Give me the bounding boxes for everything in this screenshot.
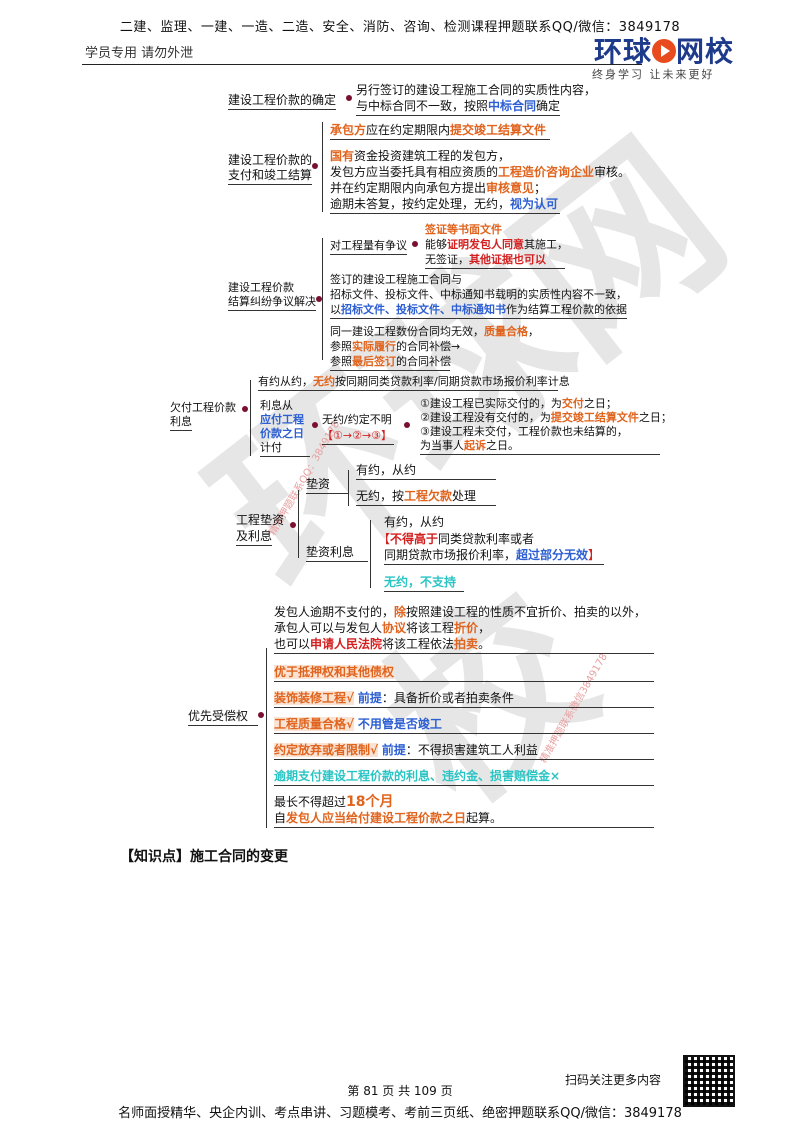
node-text: 无约，不支持 — [384, 574, 464, 592]
node-text: 以招标文件、投标文件、中标通知书作为结算工程价款的依据 — [330, 302, 627, 319]
node-text: 无签证，其他证据也可以 — [425, 252, 565, 269]
section-heading: 【知识点】施工合同的变更 — [120, 849, 288, 865]
node-root: 支付和竣工结算 — [228, 167, 313, 185]
node-text: 签订的建设工程施工合同与 — [330, 273, 462, 286]
node-dot — [404, 422, 410, 428]
node-text: 承包人可以与发包人协议将该工程折价， — [274, 621, 491, 635]
node-text: 无约，按工程欠款处理 — [356, 488, 496, 506]
branch-bar — [322, 122, 323, 212]
node-text: 参照最后签订的合同补偿 — [330, 354, 451, 371]
node-text: 招标文件、投标文件、中标通知书载明的实质性内容不一致， — [330, 288, 627, 301]
footer-contact-line: 名师面授精华、央企内训、考点串讲、习题模考、考前三页纸、绝密押题联系QQ/微信：… — [118, 1106, 682, 1121]
node-dot — [412, 241, 418, 247]
node-text: ①建设工程已实际交付的，为交付之日； — [420, 397, 617, 410]
node-dot — [290, 522, 296, 528]
node-text: 无约/约定不明 — [322, 413, 392, 426]
node-text: 装饰装修工程√ 前提：具备折价或者拍卖条件 — [274, 690, 654, 708]
node-dot — [312, 163, 318, 169]
node-text: 最长不得超过18个月 — [274, 794, 394, 810]
node-text: 发包人逾期不支付的，除按照建设工程的性质不宜折价、拍卖的以外， — [274, 605, 647, 619]
node-dot — [346, 95, 352, 101]
node-text: 签证等书面文件 — [425, 223, 502, 236]
page-number: 第 81 页 共 109 页 — [347, 1084, 453, 1098]
node-text: 与中标合同不一致，按照中标合同确定 — [356, 98, 561, 116]
node-text: 计付 — [260, 440, 310, 457]
node-text: 工程质量合格√ 不用管是否竣工 — [274, 716, 654, 734]
node-text: 国有资金投资建筑工程的发包方， — [330, 149, 511, 163]
node-text: 另行签订的建设工程施工合同的实质性内容， — [356, 83, 597, 97]
play-icon — [652, 39, 677, 63]
node-text: 也可以申请人民法院将该工程依法拍卖。 — [274, 636, 654, 654]
header-contact-line: 二建、监理、一建、一造、二造、安全、消防、咨询、检测课程押题联系QQ/微信：38… — [119, 20, 681, 35]
node-text: 能够证明发包人同意其施工， — [425, 238, 568, 251]
node-root: 工程垫资 — [236, 513, 285, 527]
node-text: 承包方应在约定期限内提交竣工结算文件 — [330, 122, 550, 140]
node-dot — [312, 422, 318, 428]
node-text: 【不得高于同类贷款利率或者 — [378, 532, 535, 546]
node-root: 结算纠纷争议解决 — [228, 294, 316, 311]
node-dot — [258, 712, 264, 718]
qr-code-icon[interactable] — [683, 1055, 735, 1107]
scan-hint: 扫码关注更多内容 — [565, 1073, 662, 1087]
node-text: 并在约定期限内向承包方提出审核意见； — [330, 181, 547, 195]
node-text: 同期贷款市场报价利率，超过部分无效】 — [384, 547, 604, 565]
node-text: 逾期未答复，按约定处理，无约，视为认可 — [330, 196, 560, 214]
node-text: ②建设工程没有交付的，为提交竣工结算文件之日； — [420, 411, 672, 424]
brand-slogan: 终身学习 让未来更好 — [592, 68, 715, 81]
node-text: 垫资 — [306, 476, 348, 494]
node-text: 约定放弃或者限制√ 前提：不得损害建筑工人利益 — [274, 742, 654, 760]
logo-text-tail: 网校 — [676, 35, 735, 68]
branch-bar — [348, 470, 349, 506]
brand-logo: 环球网校 — [594, 30, 734, 70]
node-text: 参照实际履行的合同补偿→ — [330, 340, 461, 353]
branch-bar — [322, 238, 323, 360]
branch-bar — [250, 380, 251, 456]
branch-bar — [266, 648, 267, 828]
node-text: 【①→②→③】 — [322, 428, 394, 445]
node-text: 同一建设工程数份合同均无效，质量合格， — [330, 325, 539, 338]
node-text: 利息从 — [260, 399, 293, 412]
node-root: 利息 — [170, 414, 192, 431]
node-text: 自发包人应当给付建设工程价款之日起算。 — [274, 810, 654, 828]
node-dot — [316, 296, 322, 302]
node-root: 建设工程价款 — [228, 281, 294, 294]
node-text: 为当事人起诉之日。 — [420, 438, 660, 455]
node-root: 优先受偿权 — [188, 708, 258, 726]
node-text: ③建设工程未交付，工程价款也未结算的， — [420, 425, 628, 438]
node-text: 优于抵押权和其他债权 — [274, 664, 654, 682]
node-text: 有约，从约 — [356, 462, 496, 480]
branch-bar — [370, 520, 371, 588]
node-dot — [242, 406, 248, 412]
node-text: 价款之日 — [260, 427, 304, 440]
node-text: 有约从约，无约按同期同类贷款利率/同期贷款市场报价利率计息 — [258, 374, 570, 391]
branch-bar — [298, 490, 299, 558]
node-root: 及利息 — [236, 528, 273, 546]
node-text: 对工程量有争议 — [330, 238, 407, 255]
node-root: 建设工程价款的 — [228, 153, 313, 167]
node-text: 发包方应当委托具有相应资质的工程造价咨询企业审核。 — [330, 165, 631, 179]
node-text: 逾期支付建设工程价款的利息、违约金、损害赔偿金× — [274, 768, 654, 786]
node-text: 有约，从约 — [384, 515, 445, 529]
header-subtitle: 学员专用 请勿外泄 — [85, 46, 194, 61]
header-rule — [82, 64, 642, 65]
logo-text: 环球 — [594, 35, 653, 68]
node-root: 欠付工程价款 — [170, 401, 236, 414]
node-text: 应付工程 — [260, 413, 304, 426]
node-root: 建设工程价款的确定 — [228, 92, 337, 110]
node-text: 垫资利息 — [306, 544, 368, 562]
